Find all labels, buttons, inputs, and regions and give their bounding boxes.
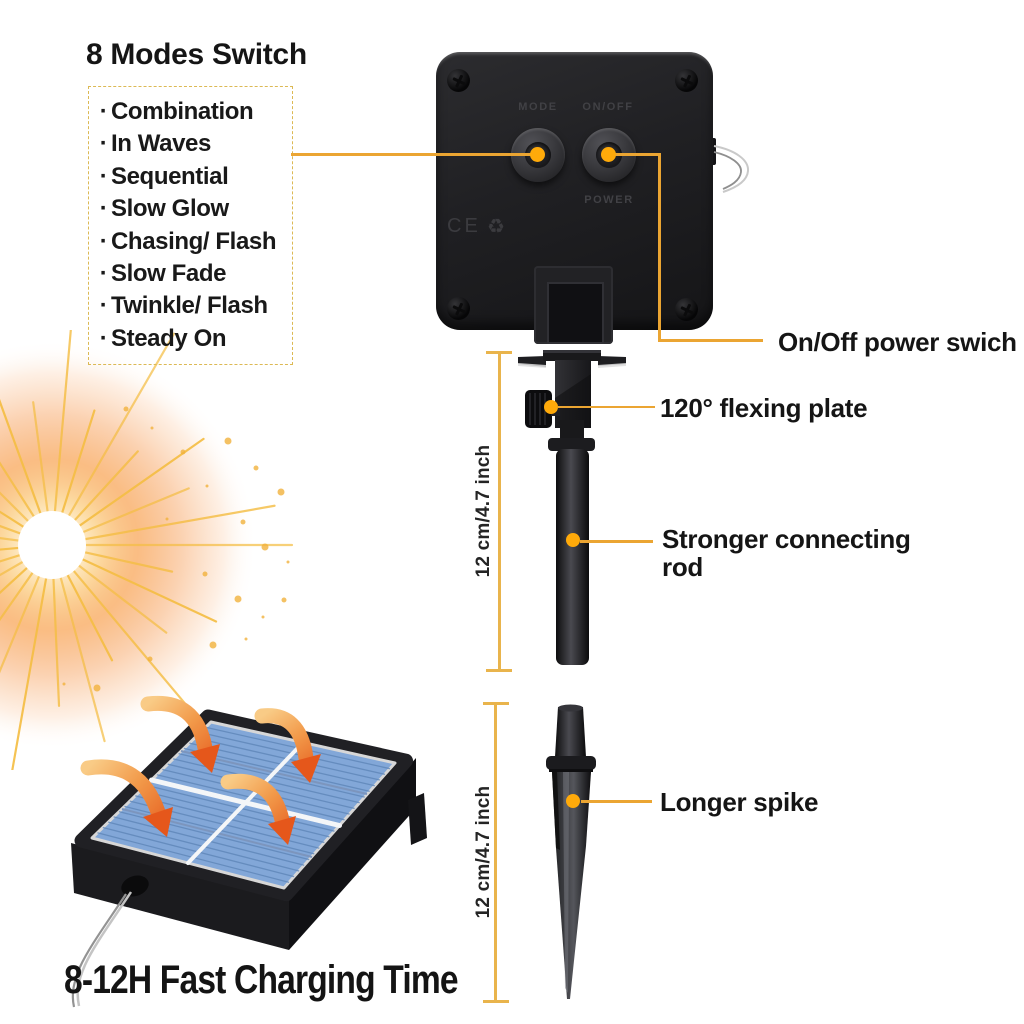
mode-item: ·Steady On	[96, 323, 292, 355]
mode-item: ·Sequential	[96, 161, 292, 193]
mode-item-label: Sequential	[111, 162, 229, 190]
mode-item-label: Slow Glow	[111, 195, 229, 223]
spike-length-text: 12 cm/4.7 inch	[473, 785, 494, 919]
mode-item-label: Steady On	[111, 324, 227, 352]
callout-line-power	[609, 153, 661, 156]
ce-mark-icon: CE	[447, 215, 481, 237]
hinge-shadow	[555, 374, 591, 428]
bullet: ·	[99, 195, 108, 223]
bullet: ·	[99, 227, 108, 255]
spike-collar-shadow	[549, 769, 593, 772]
bullet: ·	[99, 260, 108, 288]
rod-collar	[548, 438, 595, 451]
mount-wing-highlight	[518, 363, 546, 368]
spike-plug	[555, 707, 586, 757]
measure-line-spike	[494, 702, 497, 1002]
callout-line-power	[658, 339, 763, 342]
label-power-switch: On/Off power swich	[778, 327, 1017, 357]
measure-line-rod	[498, 351, 501, 671]
mode-item-label: Twinkle/ Flash	[111, 292, 268, 320]
sun-rays	[0, 330, 294, 770]
mode-item-label: In Waves	[111, 130, 211, 158]
thumbscrew-knurls	[529, 393, 546, 425]
callout-line-modes	[291, 153, 531, 156]
connecting-rod-image	[518, 350, 626, 665]
recycle-icon: ♻	[487, 216, 505, 238]
hanging-slot-hole	[547, 282, 604, 344]
modes-title: 8 Modes Switch	[86, 38, 307, 71]
solar-panel-image	[71, 695, 427, 1008]
screw-icon	[675, 69, 698, 92]
mode-knob-label: MODE	[518, 101, 558, 113]
bullet: ·	[99, 292, 108, 320]
wire	[713, 145, 749, 193]
string-light-wire	[709, 138, 749, 193]
screw-icon	[447, 297, 470, 320]
label-longer-spike: Longer spike	[660, 787, 819, 817]
callout-dot	[601, 147, 616, 162]
mode-item: ·In Waves	[96, 128, 292, 160]
spike-ridge-highlight	[563, 772, 569, 993]
wire	[713, 151, 742, 190]
callout-line-flex	[558, 405, 655, 408]
sun-absorption-arrow	[220, 773, 296, 845]
modes-list-box: ·Combination ·In Waves ·Sequential ·Slow…	[88, 86, 293, 365]
panel-side-right	[289, 758, 416, 950]
panel-side-clip	[408, 793, 427, 845]
power-label: POWER	[584, 194, 634, 206]
sun-absorption-arrow	[80, 759, 173, 837]
spike-edge-shadow	[552, 772, 560, 850]
mode-item-label: Combination	[111, 98, 254, 125]
callout-dot	[530, 147, 545, 162]
callout-dot	[566, 533, 580, 547]
callout-dot	[566, 794, 580, 808]
mount-wing-highlight	[598, 363, 626, 368]
spike-collar	[546, 756, 596, 770]
power-cable	[71, 893, 127, 1008]
mode-item: ·Twinkle/ Flash	[96, 290, 292, 322]
callout-line-power	[658, 153, 661, 341]
panel-side-front	[71, 843, 289, 950]
ground-spike-image	[546, 704, 596, 999]
mode-item: ·Slow Fade	[96, 258, 292, 290]
mode-item: ·Chasing/ Flash	[96, 226, 292, 258]
power-cable	[76, 891, 133, 1007]
bullet: ·	[99, 324, 108, 352]
screw-icon	[447, 69, 470, 92]
mount-plate-edge	[543, 350, 601, 353]
cable-grommet	[121, 875, 149, 897]
sun-absorption-arrow	[254, 708, 321, 783]
bullet: ·	[99, 98, 108, 125]
callout-line-rod	[580, 540, 653, 543]
cell-cross-line	[186, 740, 305, 865]
rod-body	[556, 449, 589, 665]
label-flexing-plate: 120° flexing plate	[660, 393, 868, 423]
onoff-knob-label: ON/OFF	[582, 101, 634, 113]
spike-blade	[552, 772, 591, 999]
bullet: ·	[99, 162, 108, 190]
sun-sparkles	[62, 406, 290, 692]
label-connecting-rod: Stronger connecting rod	[662, 524, 911, 582]
measure-cap	[486, 669, 512, 672]
modes-list: ·Combination ·In Waves ·Sequential ·Slow…	[89, 87, 292, 355]
charging-time-text: 8-12H Fast Charging Time	[64, 958, 459, 1002]
measure-cap	[483, 1000, 509, 1003]
bullet: ·	[99, 130, 108, 158]
hanging-slot	[534, 266, 613, 344]
mode-item-label: Chasing/ Flash	[111, 227, 277, 255]
spike-plug-top	[558, 704, 583, 712]
mode-item-label: Slow Fade	[111, 260, 227, 288]
sun-absorption-arrow	[140, 695, 220, 773]
mode-item: ·Combination	[96, 96, 292, 128]
rod-length-text: 12 cm/4.7 inch	[473, 444, 494, 578]
rod-neck	[560, 420, 584, 442]
sun-burst-image	[0, 330, 294, 770]
callout-dot	[544, 400, 558, 414]
screw-icon	[675, 298, 698, 321]
mode-item: ·Slow Glow	[96, 193, 292, 225]
sun-core	[18, 511, 86, 579]
callout-line-spike	[581, 800, 652, 803]
